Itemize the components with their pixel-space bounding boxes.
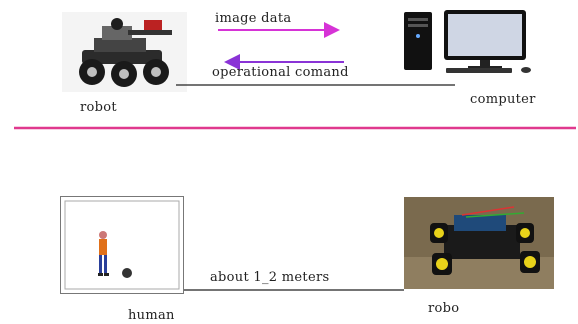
operational-command-label: operational comand [212, 65, 349, 80]
robot-label: robot [80, 100, 117, 115]
computer-image [400, 8, 550, 74]
robot-image [62, 12, 187, 92]
human-image [60, 196, 184, 294]
distance-label: about 1_2 meters [210, 270, 330, 285]
computer-label: computer [470, 92, 536, 107]
human-label: human [128, 308, 175, 323]
robo-image [404, 197, 554, 289]
robo-label: robo [428, 301, 460, 316]
image-data-label: image data [215, 11, 292, 26]
